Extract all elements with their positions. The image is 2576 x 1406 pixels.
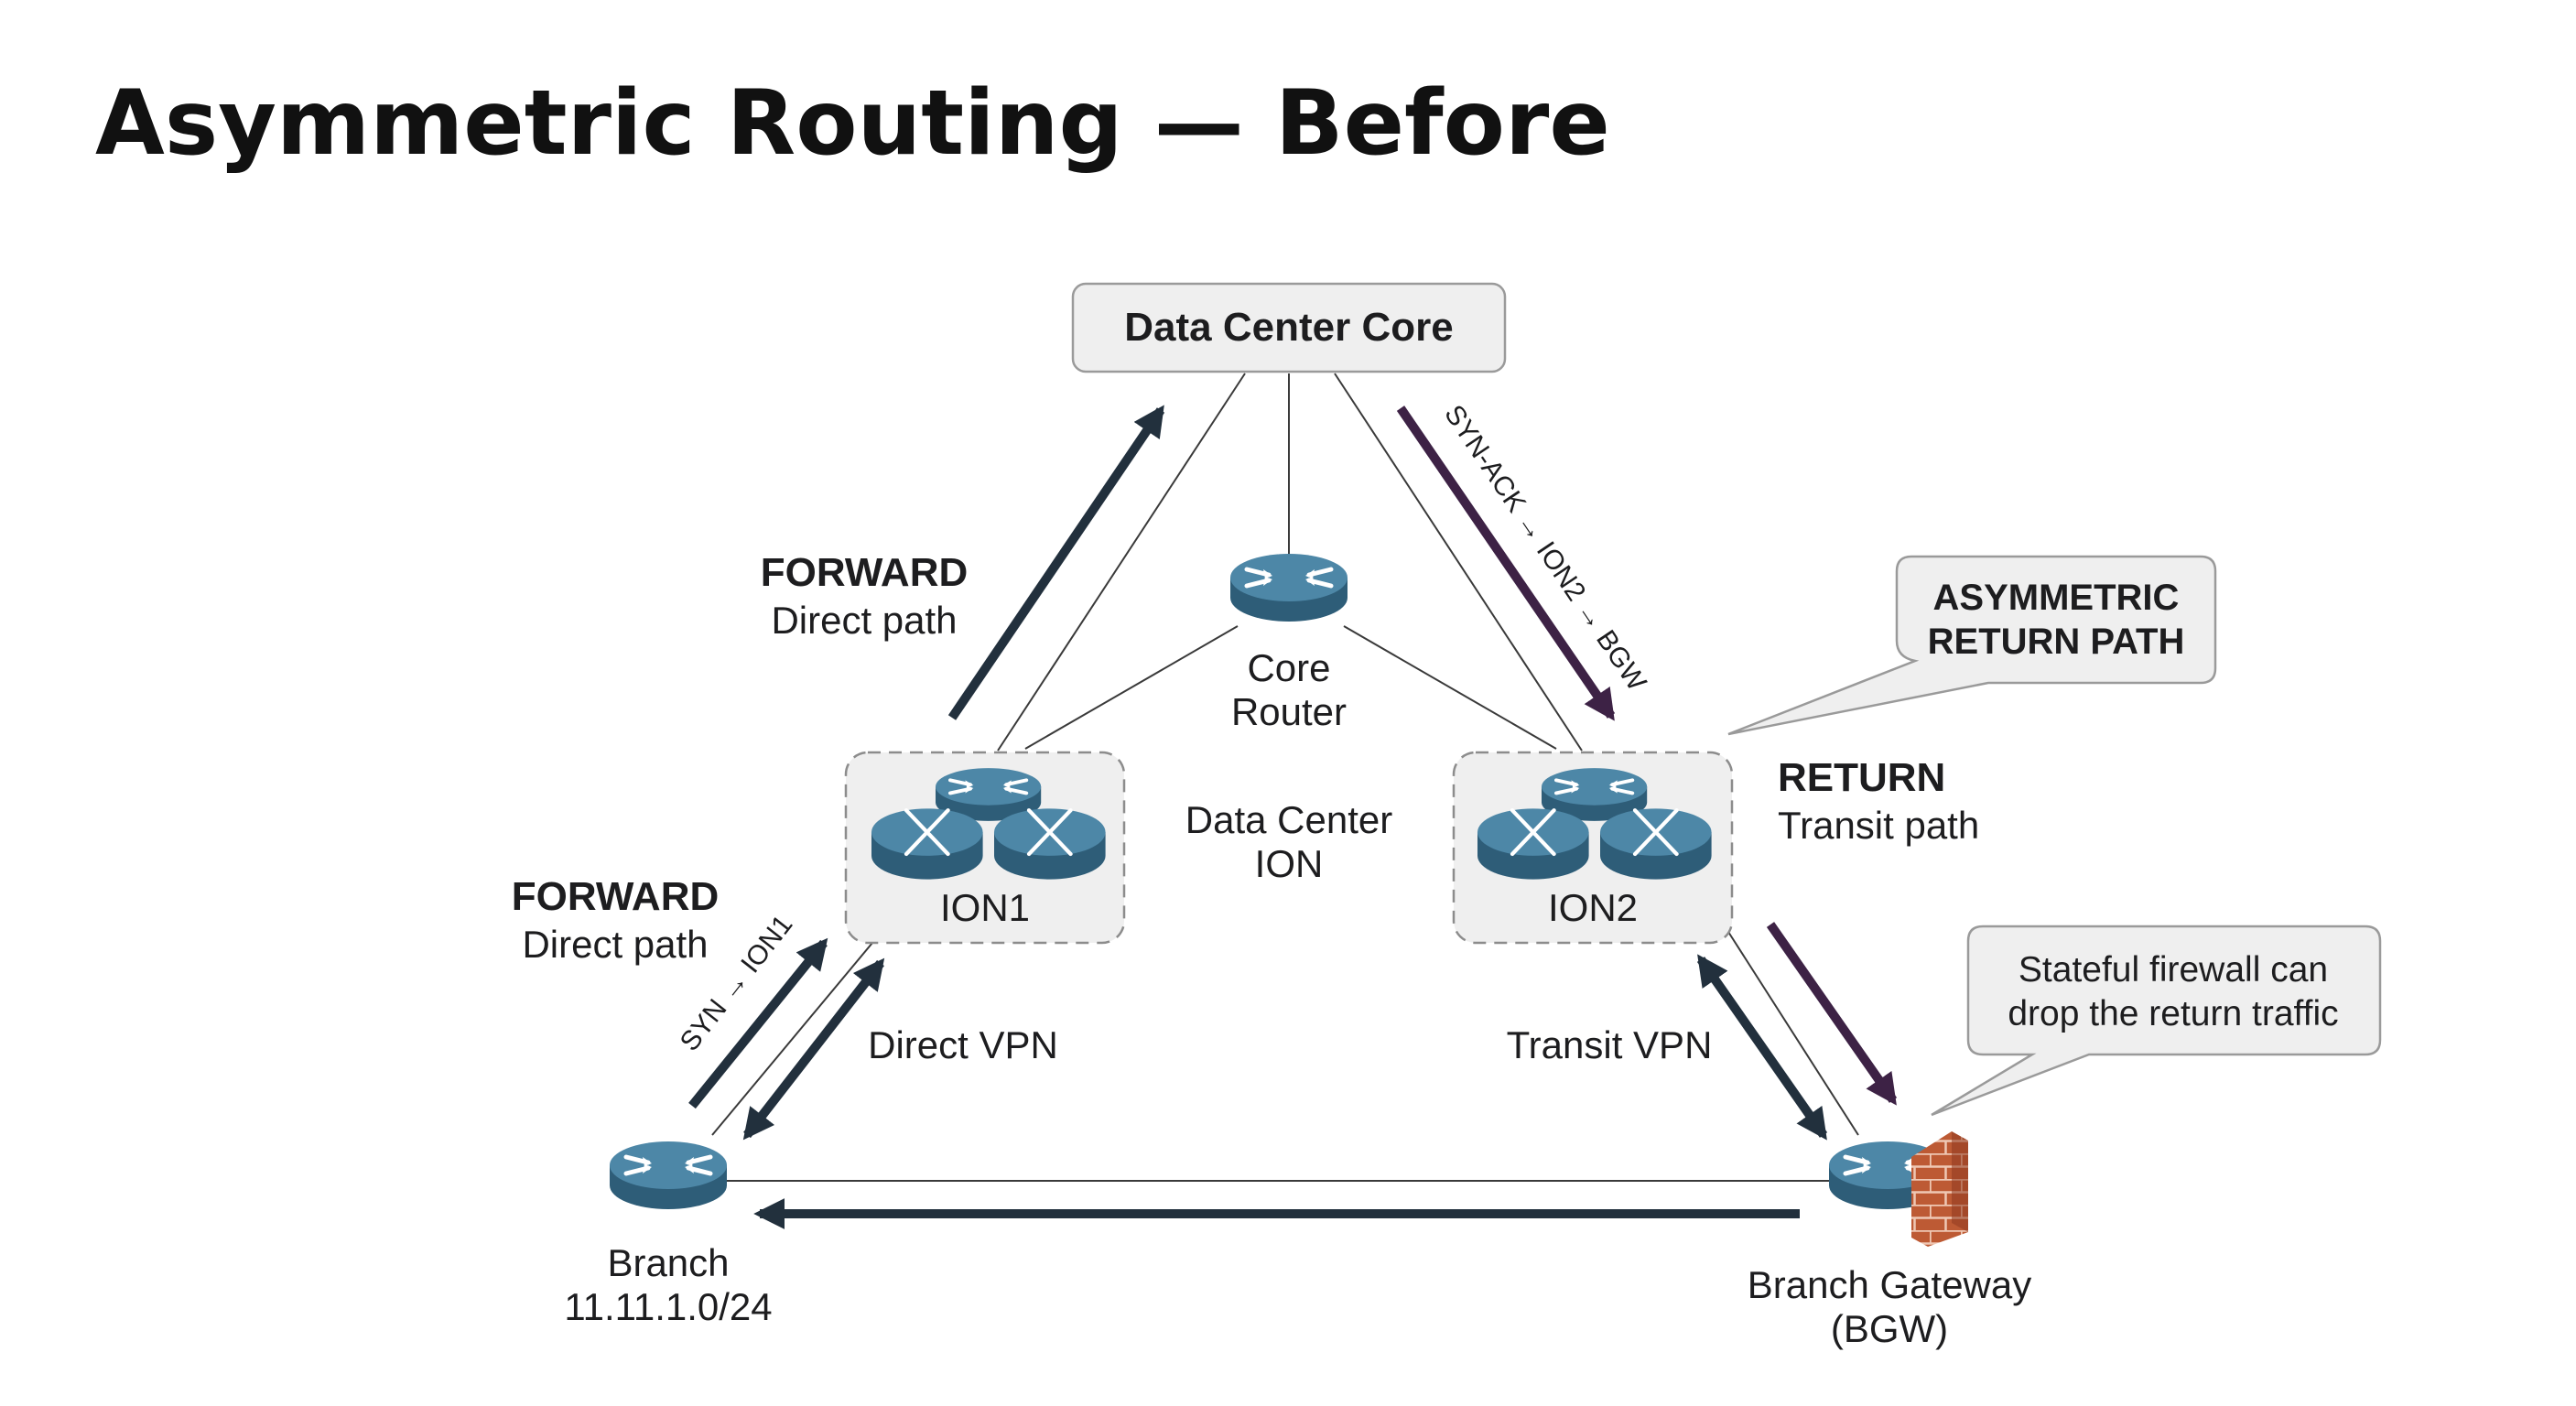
- ion1-cluster-box: [844, 751, 1126, 945]
- bgw-abbrev-label: (BGW): [1831, 1307, 1948, 1350]
- core-router-label-line2: Router: [1231, 690, 1347, 733]
- core-router-label-line1: Core: [1247, 646, 1330, 689]
- core-router: Core Router: [1230, 554, 1348, 733]
- dc-ion-label-line2: ION: [1255, 842, 1324, 885]
- asymmetric-callout-line1: ASYMMETRIC: [1933, 578, 2180, 618]
- direct-vpn-arrow: [742, 957, 885, 1141]
- link-dc-ion1: [997, 373, 1246, 752]
- transit-vpn-arrow: [1696, 954, 1828, 1141]
- forward-top-sub: Direct path: [771, 599, 957, 642]
- bgw-label: Branch Gateway: [1748, 1263, 2032, 1306]
- branch-gateway: Branch Gateway (BGW): [1748, 1131, 2032, 1350]
- router-icon: [1600, 808, 1712, 879]
- ion1-cluster: ION1: [844, 751, 1126, 945]
- forward-arrow-ion1-dc: [947, 405, 1165, 720]
- asymmetric-callout-bubble: [1727, 555, 2217, 736]
- data-center-core-box: [1071, 282, 1507, 373]
- branch-router: Branch 11.11.1.0/24: [564, 1141, 773, 1328]
- forward-top-heading: FORWARD: [761, 550, 969, 595]
- return-arrow-dc-ion2: [1396, 406, 1616, 721]
- branch-subnet-label: 11.11.1.0/24: [564, 1285, 772, 1328]
- synack-label: SYN-ACK → ION2 → BGW: [1438, 400, 1652, 697]
- return-sub: Transit path: [1778, 804, 1979, 847]
- firewall-callout-bubble: [1931, 925, 2382, 1117]
- link-core-ion1: [1024, 625, 1239, 750]
- router-icon: [871, 808, 983, 879]
- data-center-core: Data Center Core: [1071, 282, 1507, 373]
- link-dc-ion2: [1334, 373, 1583, 752]
- direct-vpn-label: Direct VPN: [868, 1023, 1058, 1066]
- slide-title: Asymmetric Routing — Before: [95, 71, 1610, 176]
- firewall-callout: Stateful firewall can drop the return tr…: [1931, 925, 2382, 1117]
- transit-vpn-label: Transit VPN: [1507, 1023, 1713, 1066]
- router-icon: [1230, 554, 1348, 622]
- dc-ion-label-line1: Data Center: [1185, 798, 1392, 841]
- asymmetric-callout: ASYMMETRIC RETURN PATH: [1727, 555, 2217, 736]
- return-heading: RETURN: [1778, 755, 1945, 800]
- router-icon: [1477, 808, 1589, 879]
- return-arrow-ion2-bgw: [1766, 922, 1898, 1106]
- firewall-icon: [1911, 1131, 1968, 1247]
- branch-label: Branch: [607, 1241, 729, 1284]
- link-core-ion2: [1343, 625, 1557, 750]
- forward-left-sub: Direct path: [522, 923, 708, 966]
- firewall-callout-line2: drop the return traffic: [2008, 994, 2338, 1033]
- router-icon: [610, 1141, 727, 1209]
- ion2-cluster-box: [1452, 751, 1734, 945]
- ion2-cluster: ION2: [1452, 751, 1734, 945]
- ion1-label: ION1: [940, 886, 1030, 929]
- data-center-core-label: Data Center Core: [1124, 305, 1453, 350]
- ion2-label: ION2: [1548, 886, 1638, 929]
- forward-left-heading: FORWARD: [512, 874, 720, 919]
- firewall-callout-line1: Stateful firewall can: [2019, 950, 2328, 990]
- router-icon: [994, 808, 1106, 879]
- asymmetric-callout-line2: RETURN PATH: [1928, 622, 2185, 662]
